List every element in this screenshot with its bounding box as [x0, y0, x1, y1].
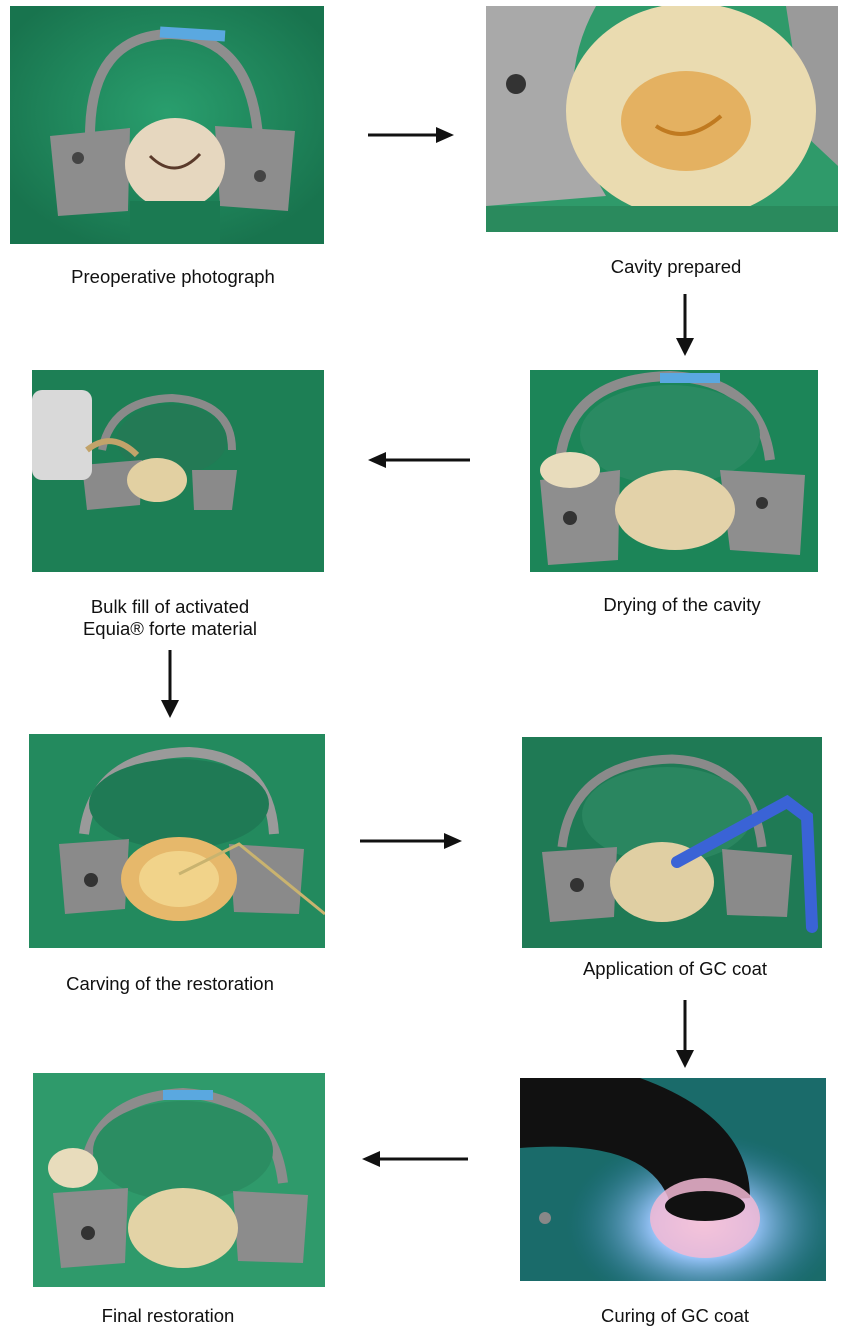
- caption-cavity-prepared: Cavity prepared: [526, 256, 826, 278]
- photo-gc-coat-application: [522, 737, 822, 948]
- arrow-left-icon: [368, 451, 470, 469]
- arrow-down-icon: [160, 650, 180, 718]
- caption-curing: Curing of GC coat: [510, 1305, 840, 1327]
- photo-final-restoration: [33, 1073, 325, 1287]
- caption-gc-coat-application: Application of GC coat: [510, 958, 840, 980]
- arrow-down-icon: [675, 1000, 695, 1068]
- caption-drying: Drying of the cavity: [532, 594, 832, 616]
- photo-carving: [29, 734, 325, 948]
- photo-drying: [530, 370, 818, 572]
- photo-preoperative: [10, 6, 324, 244]
- arrow-down-icon: [675, 294, 695, 356]
- caption-final-restoration: Final restoration: [18, 1305, 318, 1327]
- photo-cavity-prepared: [486, 6, 838, 232]
- caption-preoperative: Preoperative photograph: [10, 266, 336, 288]
- arrow-right-icon: [360, 832, 462, 850]
- caption-carving: Carving of the restoration: [10, 973, 330, 995]
- arrow-left-icon: [362, 1150, 468, 1168]
- photo-curing: [520, 1078, 826, 1281]
- arrow-right-icon: [368, 126, 454, 144]
- caption-bulk-fill: Bulk fill of activated Equia® forte mate…: [20, 596, 320, 640]
- photo-bulk-fill: [32, 370, 324, 572]
